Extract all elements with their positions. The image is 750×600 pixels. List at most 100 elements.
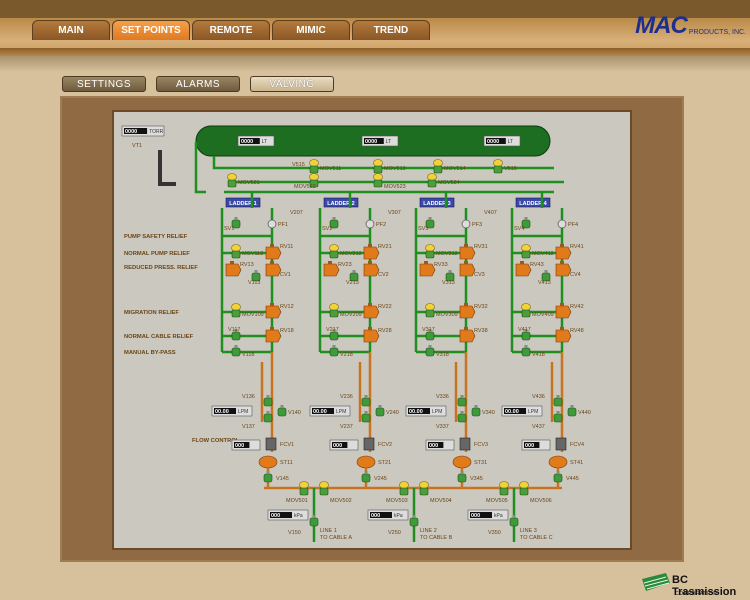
subtab-settings[interactable]: SETTINGS <box>62 76 146 92</box>
ladder-2-fcv[interactable] <box>363 437 375 451</box>
header-mov-1[interactable] <box>309 165 319 174</box>
ladder-4-fcv[interactable] <box>555 437 567 451</box>
header-mov-4[interactable] <box>493 165 503 174</box>
ladder-1-vlow-c-stem <box>280 405 284 408</box>
ladder-4-rv-b[interactable] <box>515 263 532 277</box>
ladder-1-strainer[interactable] <box>258 455 278 469</box>
ladder-1-rv-b[interactable] <box>225 263 242 277</box>
subtab-valving[interactable]: VALVING <box>250 76 334 92</box>
line-2-valve[interactable] <box>409 517 419 527</box>
ladder-3-rv-a[interactable] <box>459 246 476 260</box>
ladder-4-strainer[interactable] <box>548 455 568 469</box>
ladder-badge-4[interactable] <box>515 197 551 208</box>
ladder-4-vd[interactable] <box>521 347 531 357</box>
ladder-label-3: LADDER 3 <box>423 201 451 207</box>
subtab-alarms[interactable]: ALARMS <box>156 76 240 92</box>
ladder-1-pf[interactable] <box>267 219 277 229</box>
ladder-1-cv[interactable] <box>265 263 282 277</box>
ladder-4-rv-a[interactable] <box>555 246 572 260</box>
bottom-mov-6[interactable] <box>519 487 529 496</box>
line-3-valve[interactable] <box>509 517 519 527</box>
ladder-4-cv[interactable] <box>555 263 572 277</box>
ladder-2-pf[interactable] <box>365 219 375 229</box>
ladder-4-vlow-c[interactable] <box>567 407 577 417</box>
ladder-3-vlow-c[interactable] <box>471 407 481 417</box>
ladder-1-vbot[interactable] <box>263 473 273 483</box>
ladder-3-vlow-a[interactable] <box>457 397 467 407</box>
ladder-3-strainer[interactable] <box>452 455 472 469</box>
ladder-2-vlow-a[interactable] <box>361 397 371 407</box>
ladder-label-2: LADDER 2 <box>327 201 355 207</box>
ladder-2-vlow-c[interactable] <box>375 407 385 417</box>
tab-trend[interactable]: TREND <box>352 20 430 40</box>
ladder-2-vc[interactable] <box>329 331 339 341</box>
ladder-badge-1[interactable] <box>225 197 261 208</box>
tab-set-points[interactable]: SET POINTS <box>112 20 190 40</box>
bottom-mov-2[interactable] <box>319 487 329 496</box>
ladder-4-vc[interactable] <box>521 331 531 341</box>
ladder-3-rv-c[interactable] <box>459 305 476 319</box>
ladder-4-vlow-b[interactable] <box>553 413 563 423</box>
ladder-1-mov-b[interactable] <box>231 309 241 318</box>
ladder-1-rv-d[interactable] <box>265 329 282 343</box>
ladder-3-vlow-b[interactable] <box>457 413 467 423</box>
ladder-4-mov-a[interactable] <box>521 250 531 259</box>
ladder-4-vred-stem <box>544 270 548 273</box>
line-1-valve[interactable] <box>309 517 319 527</box>
ladder-4-vbot[interactable] <box>553 473 563 483</box>
ladder-2-cv[interactable] <box>363 263 380 277</box>
ladder-3-rv-d[interactable] <box>459 329 476 343</box>
ladder-badge-3[interactable] <box>419 197 455 208</box>
ladder-3-vc[interactable] <box>425 331 435 341</box>
ladder-3-pf[interactable] <box>461 219 471 229</box>
ladder-3-vd[interactable] <box>425 347 435 357</box>
header-mov-522[interactable] <box>309 179 319 188</box>
ladder-2-rv-d[interactable] <box>363 329 380 343</box>
ladder-1-vlow-b[interactable] <box>263 413 273 423</box>
bottom-mov-3[interactable] <box>399 487 409 496</box>
ladder-2-vlow-b[interactable] <box>361 413 371 423</box>
ladder-2-rv-b[interactable] <box>323 263 340 277</box>
header-mov-2[interactable] <box>373 165 383 174</box>
ladder-2-rv-c[interactable] <box>363 305 380 319</box>
ladder-3-rv-b[interactable] <box>419 263 436 277</box>
ladder-3-mov-a[interactable] <box>425 250 435 259</box>
ladder-1-vlow-a[interactable] <box>263 397 273 407</box>
ladder-2-vbot[interactable] <box>361 473 371 483</box>
ladder-2-vd[interactable] <box>329 347 339 357</box>
ladder-1-fcv[interactable] <box>265 437 277 451</box>
ladder-4-rv-d[interactable] <box>555 329 572 343</box>
ladder-4-mov-b[interactable] <box>521 309 531 318</box>
header-mov-523[interactable] <box>373 179 383 188</box>
ladder-1-vc[interactable] <box>231 331 241 341</box>
header-mov-524[interactable] <box>427 179 437 188</box>
ladder-3-mov-b-actuator <box>425 303 435 311</box>
ladder-3-vbot[interactable] <box>457 473 467 483</box>
ladder-1-mov-a[interactable] <box>231 250 241 259</box>
ladder-2-mov-a[interactable] <box>329 250 339 259</box>
ladder-3-fcv[interactable] <box>459 437 471 451</box>
header-mov-3[interactable] <box>433 165 443 174</box>
ladder-2-strainer[interactable] <box>356 455 376 469</box>
ladder-1-rv-c[interactable] <box>265 305 282 319</box>
header-mov-521[interactable] <box>227 179 237 188</box>
bottom-mov-4[interactable] <box>419 487 429 496</box>
ladder-1-vlow-c[interactable] <box>277 407 287 417</box>
ladder-4-rv-c[interactable] <box>555 305 572 319</box>
ladder-2-rv-a[interactable] <box>363 246 380 260</box>
bottom-mov-5[interactable] <box>499 487 509 496</box>
ladder-3-mov-b[interactable] <box>425 309 435 318</box>
ladder-4-vlow-a[interactable] <box>553 397 563 407</box>
ladder-3-cv[interactable] <box>459 263 476 277</box>
ladder-1-vd[interactable] <box>231 347 241 357</box>
ladder-4-pf[interactable] <box>557 219 567 229</box>
tab-remote[interactable]: REMOTE <box>192 20 270 40</box>
ladder-2-mov-b[interactable] <box>329 309 339 318</box>
ladder-2-vbot-stem <box>364 471 368 474</box>
bottom-mov-label-5: MOV505 <box>486 498 508 504</box>
ladder-1-rv-a[interactable] <box>265 246 282 260</box>
bottom-mov-1[interactable] <box>299 487 309 496</box>
ladder-badge-2[interactable] <box>323 197 359 208</box>
tab-mimic[interactable]: MIMIC <box>272 20 350 40</box>
tab-main[interactable]: MAIN <box>32 20 110 40</box>
